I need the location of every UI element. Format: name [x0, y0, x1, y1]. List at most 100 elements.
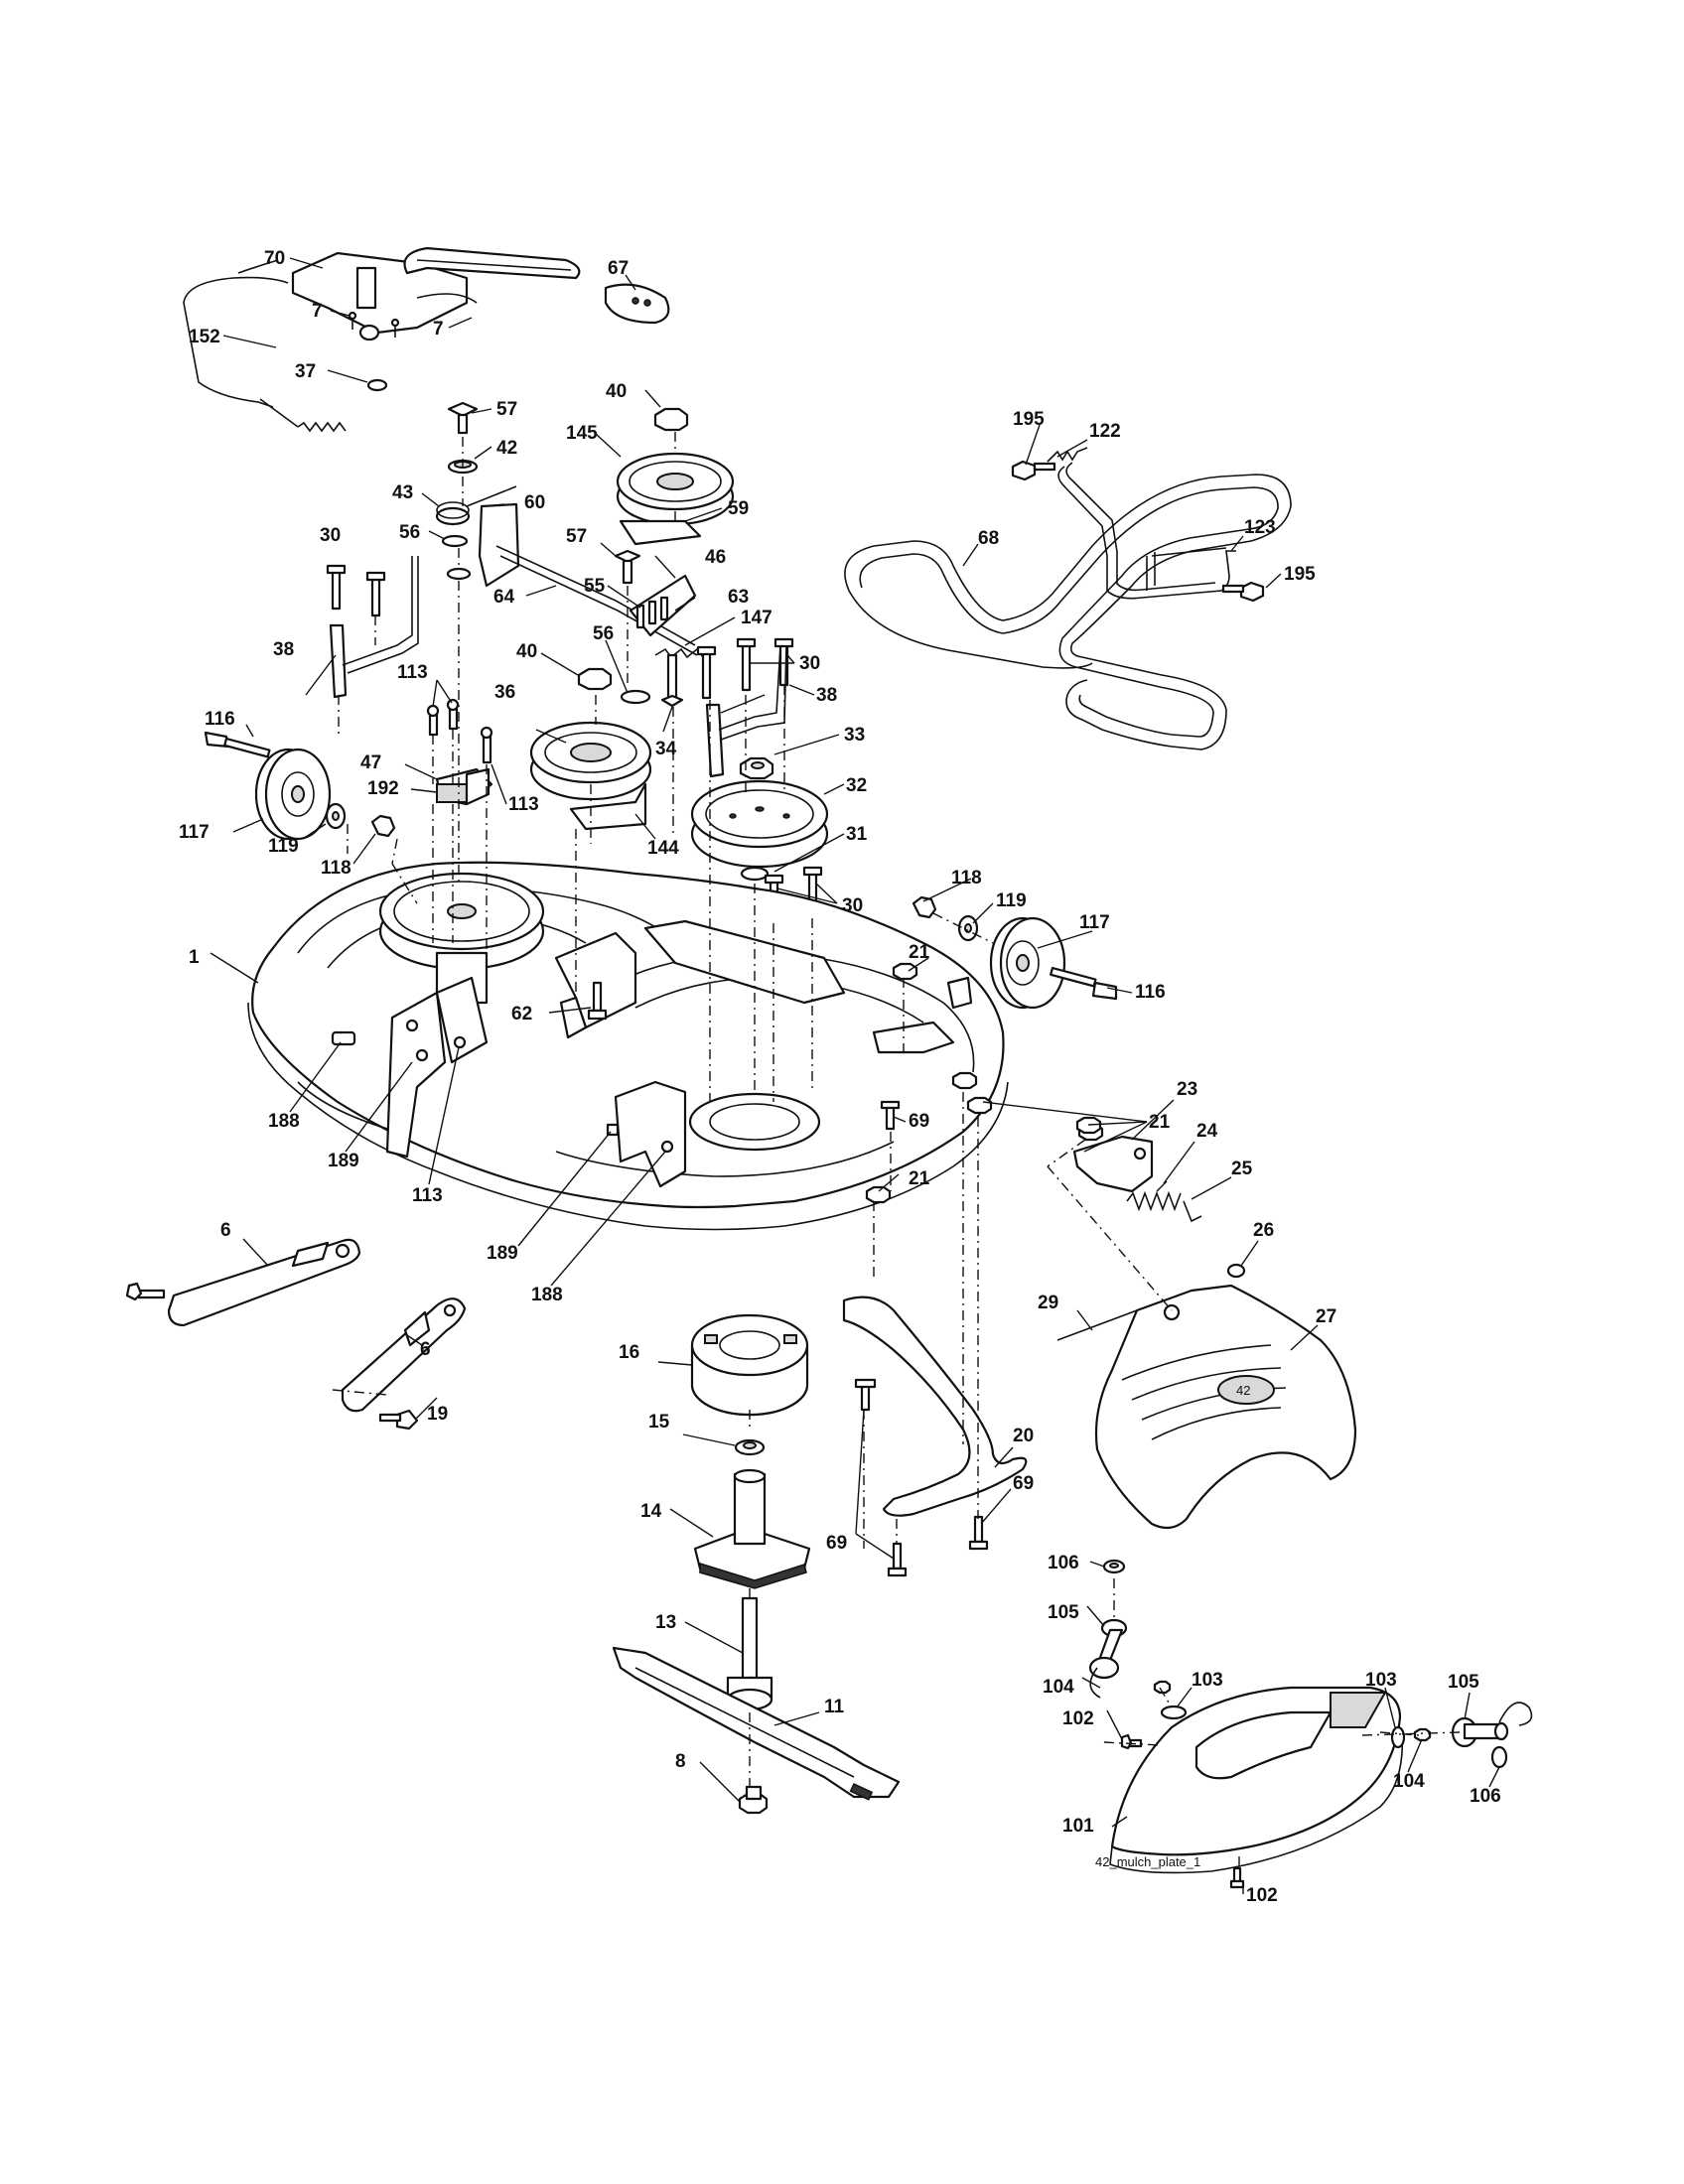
label-119b: 119 — [996, 890, 1027, 911]
label-8: 8 — [675, 1751, 686, 1772]
label-60: 60 — [524, 492, 545, 513]
bolt-195-right — [1221, 581, 1265, 603]
bolt-69-a — [854, 1378, 877, 1412]
label-113b: 113 — [508, 794, 539, 815]
nut-21-e — [865, 1185, 892, 1204]
nut-118-right — [912, 895, 937, 919]
nut-40-mid — [577, 667, 613, 691]
washer-119-left — [325, 802, 347, 830]
label-102b: 102 — [1246, 1885, 1278, 1906]
label-25: 25 — [1231, 1159, 1253, 1179]
label-6a: 6 — [220, 1220, 231, 1241]
label-42: 42 — [496, 438, 517, 459]
label-106a: 106 — [1048, 1553, 1079, 1573]
bolt-57-mid — [614, 549, 641, 585]
label-64: 64 — [493, 587, 515, 608]
deck-bracket-62 — [554, 931, 637, 1039]
deck-bracket-center — [606, 1080, 687, 1188]
label-152: 152 — [189, 327, 220, 347]
label-37: 37 — [295, 361, 316, 382]
spacer-16 — [690, 1313, 809, 1417]
label-16: 16 — [619, 1342, 639, 1363]
washer-56-mid — [620, 689, 651, 705]
label-192: 192 — [367, 778, 399, 799]
nut-40-top — [653, 407, 689, 432]
spindle-shaft-13 — [726, 1596, 773, 1711]
idler-arm-144 — [569, 782, 647, 831]
washer-106-right — [1490, 1745, 1508, 1769]
washer-103-left — [1160, 1705, 1188, 1720]
nut-8 — [738, 1785, 769, 1815]
bolt-102-b — [1229, 1866, 1245, 1889]
mulch-plate-caption: 42_mulch_plate_1 — [1095, 1854, 1200, 1869]
bolt-116-right — [1050, 966, 1118, 1001]
label-69c: 69 — [1013, 1473, 1034, 1494]
label-11: 11 — [824, 1697, 845, 1717]
label-47: 47 — [360, 752, 381, 773]
label-70: 70 — [264, 248, 285, 269]
bracket-192 — [436, 767, 491, 806]
mower-deck-1 — [247, 861, 1009, 1231]
spring-25 — [1126, 1190, 1202, 1223]
label-122: 122 — [1089, 421, 1121, 442]
label-34: 34 — [655, 739, 677, 759]
label-30a: 30 — [799, 653, 820, 674]
label-69b: 69 — [826, 1533, 847, 1554]
screw-7-a — [348, 311, 357, 330]
blade-11 — [612, 1646, 901, 1801]
label-32: 32 — [846, 775, 867, 796]
label-195b: 195 — [1284, 564, 1316, 585]
label-20: 20 — [1013, 1426, 1034, 1446]
washer-56-left-b — [446, 567, 472, 581]
label-40a: 40 — [606, 381, 627, 402]
label-36: 36 — [494, 682, 515, 703]
bolt-69-c — [968, 1515, 989, 1551]
wheel-117-right — [989, 916, 1066, 1010]
label-46: 46 — [705, 547, 726, 568]
label-14: 14 — [640, 1501, 662, 1522]
label-189a: 189 — [328, 1151, 359, 1171]
discharge-chute-27: 42 — [1094, 1284, 1357, 1530]
washer-119-right — [957, 914, 979, 942]
label-118a: 118 — [321, 858, 351, 879]
bolt-113-right — [480, 726, 493, 764]
label-56b: 56 — [593, 623, 614, 644]
label-31: 31 — [846, 824, 868, 845]
label-24: 24 — [1196, 1121, 1218, 1142]
spindle-housing-14 — [693, 1468, 811, 1589]
bolt-102-a — [1120, 1733, 1143, 1750]
label-105b: 105 — [1448, 1672, 1479, 1693]
bracket-123-frame — [1057, 462, 1236, 600]
label-188a: 188 — [268, 1111, 300, 1132]
label-43: 43 — [392, 482, 413, 503]
chute-badge-text: 42 — [1236, 1383, 1250, 1398]
nut-21-a — [892, 962, 918, 981]
dash-105-right — [1361, 1731, 1461, 1736]
bolt-19 — [378, 1409, 419, 1431]
label-27: 27 — [1316, 1306, 1336, 1327]
washer-37 — [366, 378, 388, 392]
bolt-57-top — [447, 401, 479, 435]
label-103a: 103 — [1192, 1670, 1223, 1691]
label-117a: 117 — [179, 822, 210, 843]
bolt-116-left — [204, 731, 271, 758]
label-63: 63 — [728, 587, 749, 608]
rod-38-left — [329, 556, 419, 699]
bolts-55 — [635, 596, 669, 629]
label-1: 1 — [189, 947, 200, 968]
bolt-6-upper — [125, 1282, 166, 1301]
label-144: 144 — [647, 838, 679, 859]
nut-118-left — [370, 814, 396, 838]
label-29: 29 — [1038, 1293, 1058, 1313]
label-40b: 40 — [516, 641, 537, 662]
label-116b: 116 — [1135, 982, 1166, 1003]
label-30c: 30 — [320, 525, 341, 546]
label-119a: 119 — [268, 836, 299, 857]
nut-104-left — [1153, 1680, 1172, 1695]
part-labels: 70 7 7 67 152 37 57 42 43 60 56 40 145 5… — [179, 248, 1501, 1906]
label-57b: 57 — [566, 526, 587, 547]
label-21c: 21 — [1149, 1112, 1171, 1133]
nut-104-right — [1413, 1727, 1432, 1742]
label-101: 101 — [1062, 1816, 1094, 1837]
label-56a: 56 — [399, 522, 420, 543]
